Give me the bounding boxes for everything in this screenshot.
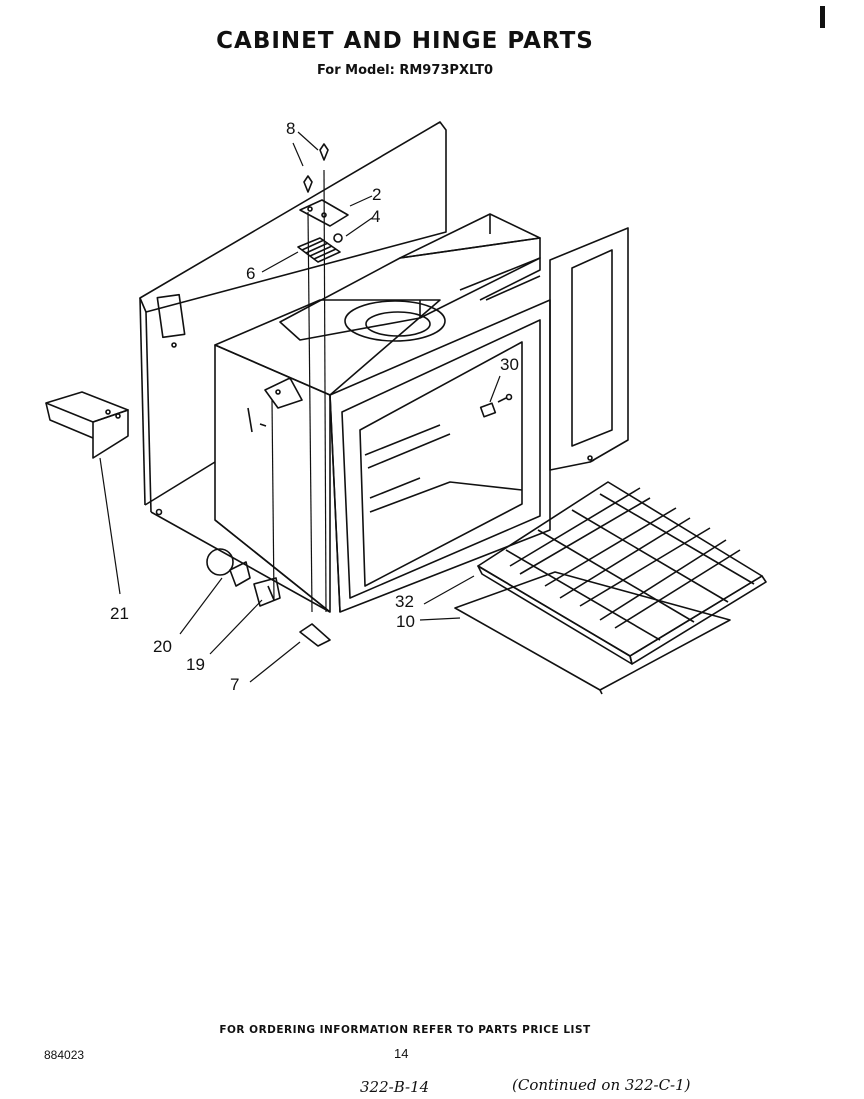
callout-21: 21 xyxy=(110,604,129,623)
page-edge-mark xyxy=(820,6,825,28)
rack-32 xyxy=(477,481,767,665)
handwritten-continued-note: (Continued on 322-C-1) xyxy=(512,1076,691,1094)
callout-10: 10 xyxy=(396,612,415,631)
lamp-and-socket xyxy=(206,548,281,607)
front-frame xyxy=(329,299,551,613)
cabinet-wrapper xyxy=(139,121,447,613)
callout-labels: 8 2 4 6 30 21 20 19 7 32 10 xyxy=(110,119,519,694)
callout-19: 19 xyxy=(186,655,205,674)
part-30-bumper xyxy=(479,393,513,418)
page-number: 14 xyxy=(394,1046,409,1061)
callout-20: 20 xyxy=(153,637,172,656)
callout-30: 30 xyxy=(500,355,519,374)
leader-lines xyxy=(99,131,501,683)
callout-7: 7 xyxy=(230,675,239,694)
part-21-bracket xyxy=(45,391,129,459)
callout-6: 6 xyxy=(246,264,255,283)
vent-screen-6 xyxy=(297,237,341,263)
callout-4: 4 xyxy=(371,207,380,226)
callout-8: 8 xyxy=(286,119,295,138)
document-number: 884023 xyxy=(44,1048,85,1062)
callout-32: 32 xyxy=(395,592,414,611)
model-line: For Model: RM973PXLT0 xyxy=(316,63,494,78)
page-title: CABINET AND HINGE PARTS xyxy=(216,28,594,54)
ordering-note: FOR ORDERING INFORMATION REFER TO PARTS … xyxy=(219,1024,591,1036)
callout-2: 2 xyxy=(372,185,381,204)
tray-10 xyxy=(454,571,731,695)
right-side-panel xyxy=(549,227,629,471)
handwritten-reference: 322-B-14 xyxy=(360,1078,430,1096)
oven-cavity xyxy=(214,299,441,613)
hinge-bracket-2 xyxy=(299,143,349,243)
